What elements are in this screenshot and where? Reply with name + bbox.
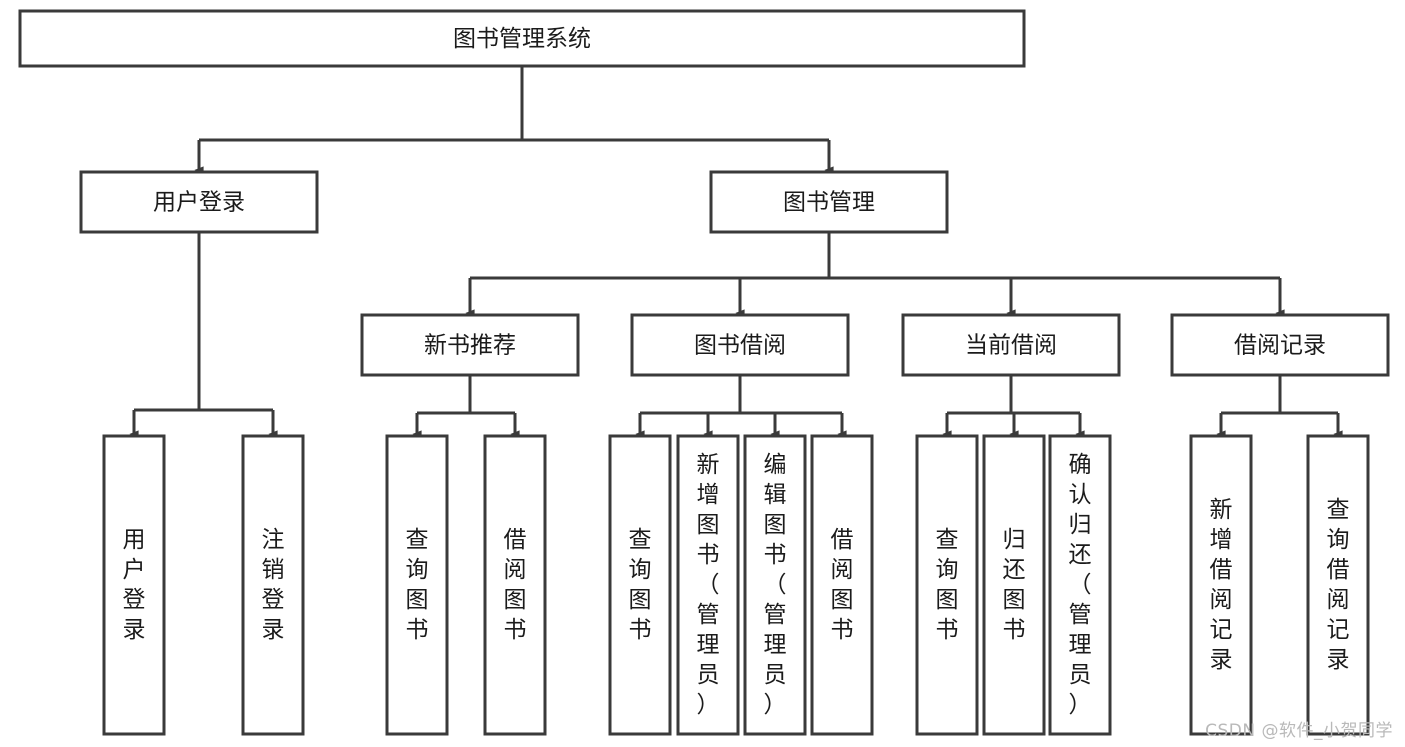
- node-label: 借阅记录: [1234, 333, 1326, 359]
- watermark-text: CSDN @软件_小贺同学: [1205, 721, 1393, 741]
- node-label: 新书推荐: [424, 333, 516, 359]
- node-label: 查询借阅记录: [1327, 497, 1350, 673]
- node-leaf-leaf-query-book-3[interactable]: 查询图书: [915, 434, 979, 736]
- node-leaf-leaf-query-record[interactable]: 查询借阅记录: [1306, 434, 1370, 736]
- node-label: 新增借阅记录: [1210, 497, 1233, 673]
- node-label: 查询图书: [406, 527, 429, 643]
- node-label: 归还图书: [1003, 527, 1026, 643]
- node-label: 图书管理系统: [453, 26, 591, 52]
- node-leaf-leaf-query-book-2[interactable]: 查询图书: [608, 434, 672, 736]
- node-label: 查询图书: [936, 527, 959, 643]
- node-level3-book-borrow[interactable]: 图书借阅: [630, 313, 850, 377]
- node-leaf-leaf-confirm-return[interactable]: 确认归还（管理员）: [1048, 434, 1112, 736]
- node-label: 当前借阅: [965, 333, 1057, 359]
- node-label: 图书借阅: [694, 333, 786, 359]
- node-leaf-leaf-edit-book[interactable]: 编辑图书（管理员）: [743, 434, 807, 736]
- node-leaf-leaf-add-book[interactable]: 新增图书（管理员）: [676, 434, 740, 736]
- node-leaf-leaf-return-book[interactable]: 归还图书: [982, 434, 1046, 736]
- node-label: 注销登录: [262, 527, 285, 643]
- node-level2-book-manage[interactable]: 图书管理: [709, 170, 949, 234]
- node-leaf-leaf-query-book-1[interactable]: 查询图书: [385, 434, 449, 736]
- node-label: 查询图书: [629, 527, 652, 643]
- node-level3-borrow-record[interactable]: 借阅记录: [1170, 313, 1390, 377]
- node-leaf-leaf-add-record[interactable]: 新增借阅记录: [1189, 434, 1253, 736]
- node-leaf-leaf-borrow-book-1[interactable]: 借阅图书: [483, 434, 547, 736]
- node-leaf-leaf-user-login[interactable]: 用户登录: [102, 434, 166, 736]
- node-label: 图书管理: [783, 190, 875, 216]
- node-layer: 图书管理系统用户登录图书管理新书推荐图书借阅当前借阅借阅记录用户登录注销登录查询…: [18, 9, 1390, 736]
- node-level3-new-book-rec[interactable]: 新书推荐: [360, 313, 580, 377]
- node-label: 用户登录: [153, 190, 245, 216]
- node-level3-current-borrow[interactable]: 当前借阅: [901, 313, 1121, 377]
- edge-layer: [129, 66, 1343, 438]
- node-label: 确认归还（管理员）: [1069, 452, 1092, 718]
- node-leaf-leaf-borrow-book-2[interactable]: 借阅图书: [810, 434, 874, 736]
- node-label: 借阅图书: [504, 527, 527, 643]
- node-label: 编辑图书（管理员）: [764, 452, 787, 718]
- node-label: 借阅图书: [831, 527, 854, 643]
- node-leaf-leaf-logout[interactable]: 注销登录: [241, 434, 305, 736]
- node-label: 新增图书（管理员）: [697, 452, 720, 718]
- node-root[interactable]: 图书管理系统: [18, 9, 1026, 68]
- node-label: 用户登录: [123, 527, 146, 643]
- node-level2-user-login[interactable]: 用户登录: [79, 170, 319, 234]
